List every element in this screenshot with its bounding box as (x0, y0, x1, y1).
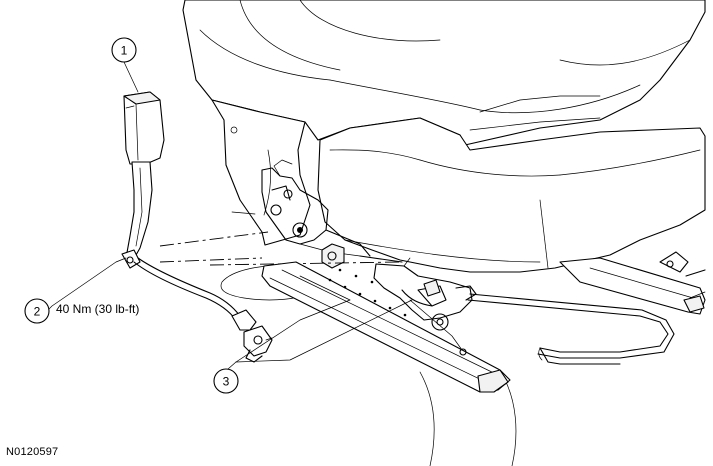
seat-cushion (317, 95, 706, 273)
leader-lines (47, 61, 413, 370)
floor-frame-tube (467, 293, 675, 365)
callout-3-number: 3 (223, 375, 230, 389)
callout-1: 1 (111, 37, 137, 63)
seat-side-shield (211, 99, 311, 246)
callout-2-number: 2 (34, 305, 41, 319)
track-latch-assembly (373, 257, 477, 356)
seat-mechanism (261, 159, 403, 269)
seat-belt-buckle-assembly (121, 91, 273, 363)
right-seat-track (559, 251, 706, 315)
callout-2: 2 (24, 298, 50, 324)
callout-1-number: 1 (121, 44, 128, 58)
figure-id: N0120597 (6, 446, 59, 458)
callout-3: 3 (213, 368, 239, 394)
alignment-lines (159, 231, 401, 266)
left-seat-track (261, 261, 511, 393)
torque-spec-label: 40 Nm (30 lb-ft) (56, 302, 140, 316)
